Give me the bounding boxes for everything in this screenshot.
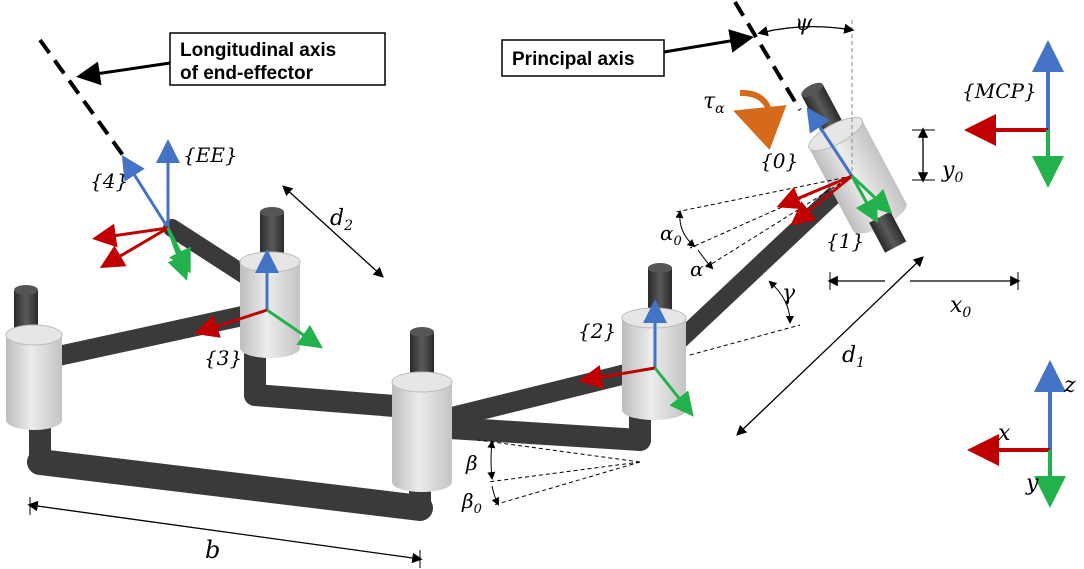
frame-3-label: {3} — [204, 346, 242, 370]
frame-1-label: {1} — [826, 229, 864, 253]
frame-2-axes — [578, 299, 694, 417]
frame-0-1-axes — [776, 106, 893, 226]
principal-axis-label: Principal axis — [512, 49, 635, 70]
svg-text:d2: d2 — [330, 206, 353, 234]
longitudinal-label-line1: Longitudinal axis — [180, 40, 336, 61]
svg-text:τα: τα — [703, 89, 725, 117]
longitudinal-axis-line — [38, 38, 132, 167]
x0-dimension: x0 — [827, 272, 1021, 321]
frame-mcp-axes — [964, 40, 1064, 188]
svg-text:d1: d1 — [842, 343, 865, 371]
d2-dimension: d2 — [282, 185, 384, 278]
psi-angle: ψ — [757, 11, 855, 37]
frame-ee-axes — [92, 139, 191, 281]
world-y-label: y — [1025, 471, 1039, 496]
frame-mcp-label: {MCP} — [962, 79, 1037, 103]
joint-3 — [239, 207, 301, 358]
gamma-angle — [689, 280, 801, 356]
link-mid-lower — [439, 417, 651, 451]
svg-text:x0: x0 — [950, 293, 971, 321]
svg-text:b: b — [205, 536, 220, 564]
principal-axis-callout: Principal axis — [501, 29, 754, 77]
beta-label: β — [465, 451, 478, 475]
longitudinal-label-line2: of end-effector — [180, 63, 314, 84]
frame-2-label: {2} — [578, 319, 616, 343]
longitudinal-axis-callout: Longitudinal axis of end-effector — [76, 32, 386, 86]
beta-angles — [477, 439, 641, 506]
base-link-b — [27, 449, 433, 521]
joint-mid — [391, 327, 453, 492]
svg-text:ψ: ψ — [795, 11, 813, 36]
world-axes-legend — [967, 360, 1066, 508]
b-dimension: b — [27, 497, 423, 568]
frame-3-axes — [194, 249, 323, 349]
svg-text:y0: y0 — [941, 158, 963, 186]
link-mid-upper — [430, 358, 660, 430]
alpha0-label: α0 — [660, 221, 682, 249]
joint-left — [5, 285, 63, 430]
beta0-label: β0 — [461, 489, 482, 517]
world-x-label: x — [998, 421, 1011, 446]
gamma-label: γ — [782, 281, 796, 306]
world-z-label: z — [1063, 373, 1076, 398]
alpha-label: α — [690, 257, 704, 281]
link-front-left — [30, 300, 280, 370]
y0-dimension: y0 — [912, 127, 963, 186]
torque-tau-alpha: τα — [703, 89, 787, 151]
d1-dimension: d1 — [736, 256, 924, 436]
frame-4-label: {4} — [90, 169, 128, 193]
principal-axis-line — [733, 0, 802, 112]
frame-ee-label: {EE} — [183, 143, 238, 167]
frame-0-label: {0} — [760, 149, 798, 173]
